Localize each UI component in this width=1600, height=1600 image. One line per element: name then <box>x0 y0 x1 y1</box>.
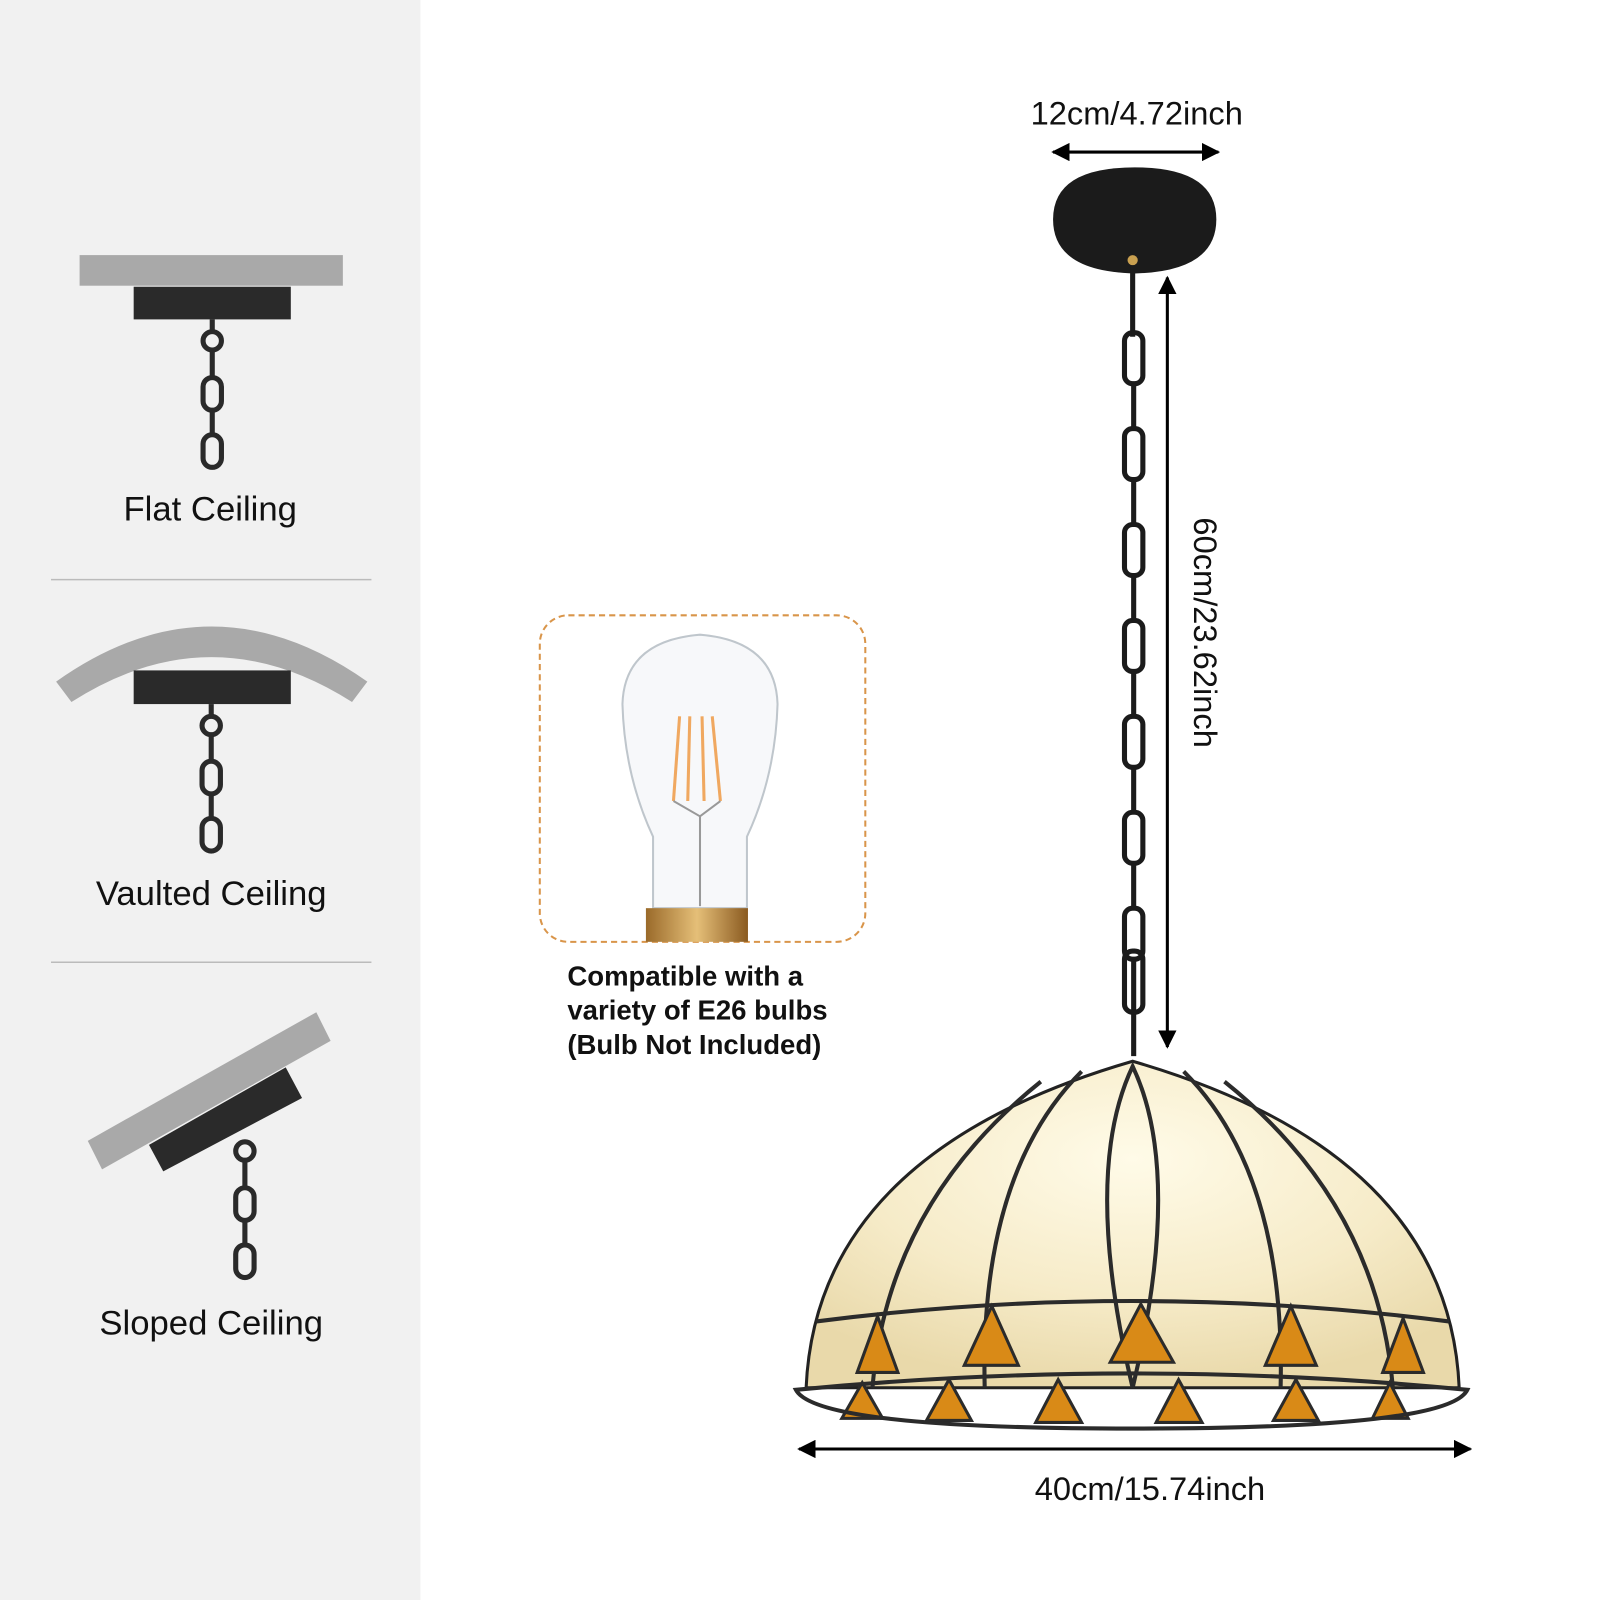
chain-icon <box>199 704 223 854</box>
chain-icon <box>200 319 224 470</box>
bulb-note-line3: (Bulb Not Included) <box>567 1029 821 1060</box>
bulb-note-line1: Compatible with a <box>567 961 803 992</box>
pendant-lamp <box>792 167 1471 1431</box>
canopy-width-label: 12cm/4.72inch <box>1031 94 1243 131</box>
shade-width-label: 40cm/15.74inch <box>1035 1470 1265 1507</box>
bulb-note-line2: variety of E26 bulbs <box>567 994 827 1025</box>
sloped-ceiling-label: Sloped Ceiling <box>99 1305 323 1343</box>
sloped-ceiling-diagram <box>87 1012 331 1281</box>
chain-icon <box>233 1139 257 1281</box>
chain-icon <box>1121 265 1146 1057</box>
flat-ceiling-diagram <box>79 255 343 470</box>
bulb-illustration <box>538 614 867 943</box>
vaulted-ceiling-diagram <box>56 626 368 854</box>
vaulted-ceiling-label: Vaulted Ceiling <box>96 875 327 913</box>
chain-length-label: 60cm/23.62inch <box>1187 517 1224 747</box>
flat-ceiling-label: Flat Ceiling <box>123 490 297 528</box>
